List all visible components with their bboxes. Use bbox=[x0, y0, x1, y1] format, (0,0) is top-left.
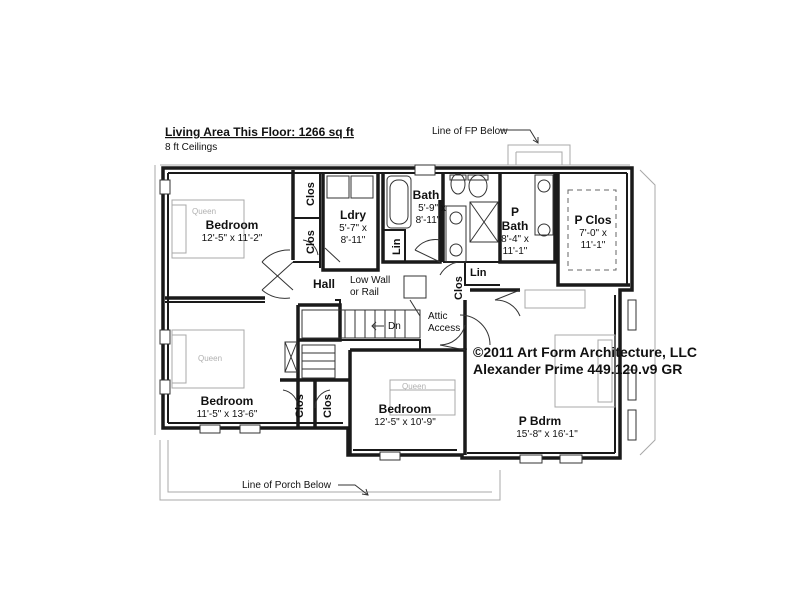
copyright-line-1: ©2011 Art Form Architecture, LLC bbox=[473, 344, 697, 360]
toilet-p-bath bbox=[468, 174, 488, 198]
p-bath-vanity bbox=[534, 174, 554, 236]
laundry-machines bbox=[326, 175, 374, 199]
living-area-title: Living Area This Floor: 1266 sq ft bbox=[165, 125, 354, 139]
low-wall-label-2: or Rail bbox=[350, 287, 379, 298]
bath-vanity bbox=[445, 205, 467, 263]
bedroom-nw-dim: 12'-5" x 11'-2" bbox=[202, 233, 263, 244]
stair-down-label: Dn bbox=[388, 321, 401, 332]
bath-fixtures bbox=[386, 173, 554, 263]
porch-below-callout: Line of Porch Below bbox=[242, 480, 369, 496]
toilet-bath bbox=[450, 173, 466, 195]
closet-label-2: Clos bbox=[305, 230, 317, 254]
closet-label-5: Clos bbox=[322, 394, 334, 418]
copyright-block: ©2011 Art Form Architecture, LLC Alexand… bbox=[473, 344, 697, 377]
svg-text:Queen: Queen bbox=[192, 207, 216, 216]
bed-s: Queen bbox=[389, 379, 456, 416]
bath-dim-1: 5'-9" x bbox=[418, 203, 446, 214]
bath-name: Bath bbox=[413, 188, 440, 202]
closet-label-4: Clos bbox=[294, 394, 306, 418]
laundry-name: Ldry bbox=[340, 208, 366, 222]
p-bedroom-dim: 15'-8" x 16'-1" bbox=[516, 429, 578, 440]
p-closet-dim-1: 7'-0" x bbox=[579, 228, 607, 239]
windows bbox=[159, 164, 637, 464]
attic-label-line-1: Attic bbox=[428, 311, 447, 322]
roof-outline bbox=[154, 164, 656, 501]
p-bath-name-1: P bbox=[511, 205, 519, 219]
closet-label-3: Clos bbox=[453, 276, 465, 300]
hall-name: Hall bbox=[313, 277, 335, 291]
low-wall-rail bbox=[335, 299, 341, 340]
closet-label-1: Clos bbox=[305, 182, 317, 206]
bed-primary bbox=[554, 334, 616, 408]
p-bedroom-name: P Bdrm bbox=[519, 414, 561, 428]
room-labels: Bedroom 12'-5" x 11'-2" Bedroom 11'-5" x… bbox=[197, 188, 612, 440]
attic-label-line-2: Access bbox=[428, 323, 460, 334]
p-closet-dim-2: 11'-1" bbox=[581, 240, 606, 251]
dryer bbox=[350, 175, 374, 199]
laundry-dim-2: 8'-11" bbox=[341, 235, 366, 246]
svg-text:Queen: Queen bbox=[402, 382, 426, 391]
bath-dim-2: 8'-11" bbox=[416, 215, 441, 226]
fireplace-below-callout: Line of FP Below bbox=[432, 126, 571, 166]
linen-label-2: Lin bbox=[470, 267, 487, 279]
primary-bench bbox=[524, 289, 586, 309]
beds: Queen Queen Queen bbox=[171, 199, 616, 416]
p-bath-name-2: Bath bbox=[502, 219, 529, 233]
closet-shelf-outline bbox=[567, 189, 617, 271]
bedroom-s-name: Bedroom bbox=[379, 402, 432, 416]
bed-nw: Queen bbox=[171, 199, 245, 259]
svg-text:Queen: Queen bbox=[198, 354, 222, 363]
p-closet-name: P Clos bbox=[574, 213, 611, 227]
porch-line-label: Line of Porch Below bbox=[242, 480, 332, 491]
bedroom-s-dim: 12'-5" x 10'-9" bbox=[374, 417, 436, 428]
attic-access: Attic Access bbox=[403, 275, 460, 334]
attic-hatch bbox=[403, 275, 427, 299]
bed-sw: Queen bbox=[171, 329, 245, 389]
laundry-dim-1: 5'-7" x bbox=[339, 223, 367, 234]
bedroom-sw-dim: 11'-5" x 13'-6" bbox=[197, 409, 258, 420]
shower bbox=[469, 201, 499, 243]
p-bath-dim-1: 8'-4" x bbox=[501, 234, 529, 245]
linen-label-1: Lin bbox=[391, 238, 403, 255]
p-bath-dim-2: 11'-1" bbox=[503, 246, 528, 257]
washer bbox=[326, 175, 350, 199]
staircase: Dn bbox=[284, 309, 421, 379]
closet-labels: Clos Clos Lin Clos Lin Clos Clos bbox=[294, 182, 487, 418]
bedroom-nw-name: Bedroom bbox=[206, 218, 259, 232]
low-wall-label-1: Low Wall bbox=[350, 275, 390, 286]
copyright-line-2: Alexander Prime 449.120.v9 GR bbox=[473, 361, 682, 377]
ceiling-height-note: 8 ft Ceilings bbox=[165, 142, 217, 153]
bathtub bbox=[386, 175, 412, 229]
fp-line-label: Line of FP Below bbox=[432, 126, 508, 137]
bedroom-sw-name: Bedroom bbox=[201, 394, 254, 408]
